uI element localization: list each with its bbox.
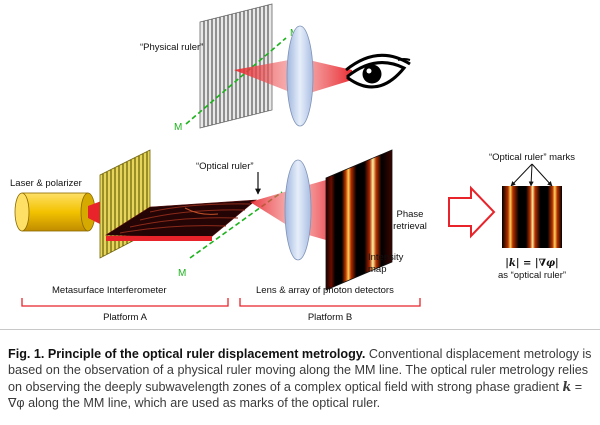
metasurface-plate (99, 149, 151, 259)
marks-label: “Optical ruler” marks (489, 152, 575, 163)
caption-text-1: Conventional displacement metrology is b… (8, 347, 592, 394)
detector-array (325, 149, 393, 291)
platform-b-bracket (239, 298, 421, 307)
phase-label-line2: retrieval (393, 221, 427, 232)
lens-icon (286, 25, 314, 127)
optical-ruler-label: “Optical ruler” (196, 161, 254, 172)
lens-detectors-label: Lens & array of photon detectors (256, 285, 394, 296)
caption-text-2: = ∇φ along the MM line, which are used a… (8, 379, 583, 411)
arrow-right-icon (448, 185, 496, 239)
intensity-label-line2: map (368, 264, 386, 275)
mm-line-top (185, 37, 287, 125)
metasurface-beam (106, 236, 212, 241)
figure-canvas: M M “Physical ruler” Laser & polarizer (10, 3, 575, 323)
metasurface-label: Metasurface Interferometer (52, 285, 167, 296)
platform-a-label: Platform A (103, 312, 147, 323)
k-caption: as “optical ruler” (498, 270, 566, 281)
k-formula: |k| = |∇φ| (505, 258, 558, 269)
marks-field (502, 186, 562, 248)
platform-b-label: Platform B (308, 312, 352, 323)
caption-title: Fig. 1. Principle of the optical ruler d… (8, 347, 366, 361)
optical-field-fringes (119, 203, 251, 234)
caption-separator (0, 329, 600, 330)
marks-pointers (510, 163, 553, 187)
intensity-label-line1: Intensity (368, 252, 404, 263)
m-label-top-left: M (174, 122, 182, 133)
m-label-bottom: M (178, 268, 186, 279)
lens-icon (284, 159, 312, 261)
platform-a-bracket (21, 298, 229, 307)
laser-icon (14, 192, 96, 232)
laser-label: Laser & polarizer (10, 178, 82, 189)
eye-icon (345, 53, 411, 89)
top-beam-in (234, 58, 300, 96)
phase-label-line1: Phase (397, 209, 424, 220)
physical-ruler-label: “Physical ruler” (140, 42, 203, 53)
mm-line-bottom (189, 191, 283, 259)
figure-caption: Fig. 1. Principle of the optical ruler d… (8, 346, 596, 412)
caption-k-symbol: k (562, 378, 572, 394)
